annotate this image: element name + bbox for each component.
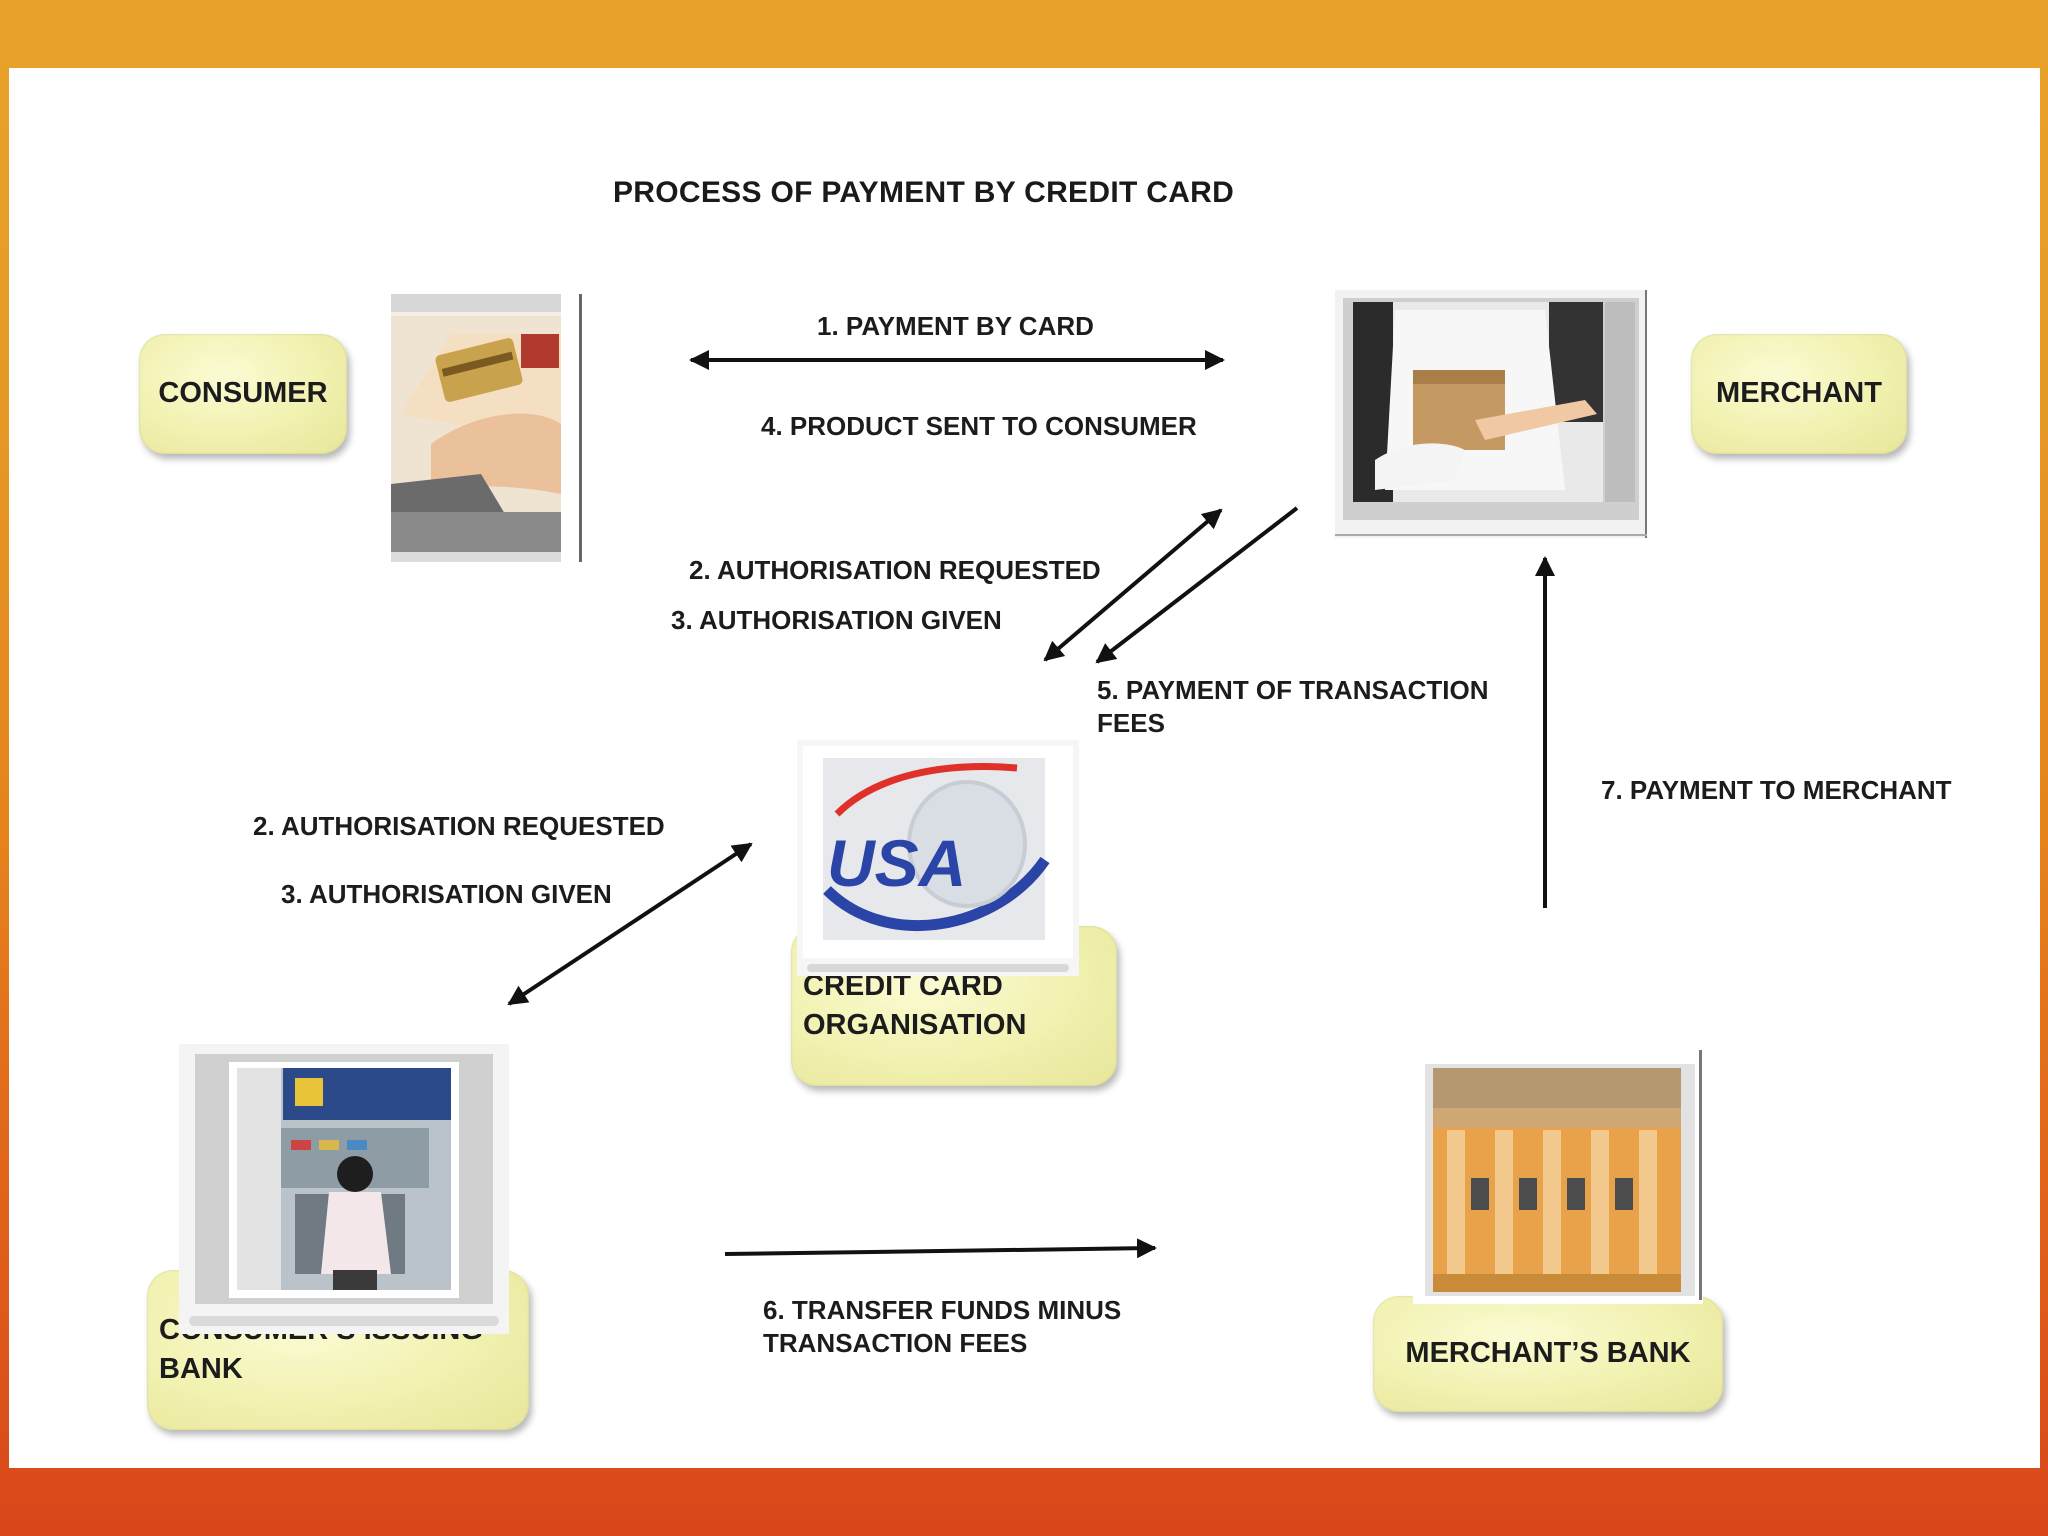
label-auth-given-top: 3. AUTHORISATION GIVEN [671, 605, 1002, 635]
credit-card-organisation-logo: USA [797, 740, 1079, 976]
label-transaction-fees-line1: 5. PAYMENT OF TRANSACTION [1097, 675, 1489, 705]
label-transaction-fees-line2: FEES [1097, 707, 1165, 738]
arrow-transaction-fees [1095, 506, 1299, 664]
logo-usa-text: USA [827, 826, 966, 900]
arrow-bank-cco-auth [507, 842, 753, 1006]
node-merchants-bank-label: MERCHANT’S BANK [1405, 1337, 1691, 1370]
label-transfer-funds-line1: 6. TRANSFER FUNDS MINUS [763, 1295, 1122, 1325]
label-transfer-funds-line2: TRANSACTION FEES [763, 1327, 1028, 1358]
label-auth-given-left: 3. AUTHORISATION GIVEN [281, 879, 612, 909]
node-merchants-bank: MERCHANT’S BANK [1373, 1296, 1723, 1412]
label-auth-requested-top: 2. AUTHORISATION REQUESTED [689, 555, 1101, 585]
label-transfer-funds: 6. TRANSFER FUNDS MINUS TRANSACTION FEES [763, 1294, 1121, 1359]
label-payment-by-card: 1. PAYMENT BY CARD [817, 311, 1094, 341]
diagram-title: PROCESS OF PAYMENT BY CREDIT CARD [613, 176, 1235, 209]
node-cco-line2: ORGANISATION [803, 1009, 1027, 1041]
diagram-slide: PROCESS OF PAYMENT BY CREDIT CARD CONSUM… [9, 68, 2040, 1468]
label-auth-requested-left: 2. AUTHORISATION REQUESTED [253, 811, 665, 841]
node-merchant: MERCHANT [1691, 334, 1907, 454]
node-consumer: CONSUMER [139, 334, 347, 454]
label-payment-to-merchant: 7. PAYMENT TO MERCHANT [1601, 775, 1952, 805]
node-bank-line2: BANK [159, 1353, 243, 1385]
arrows-layer [507, 350, 1555, 1259]
node-consumer-label: CONSUMER [158, 377, 328, 410]
node-merchant-label: MERCHANT [1716, 377, 1882, 410]
atm-photo [179, 1044, 509, 1334]
label-product-sent: 4. PRODUCT SENT TO CONSUMER [761, 411, 1197, 441]
arrow-transfer-funds [724, 1238, 1157, 1259]
consumer-card-photo [391, 294, 583, 562]
merchant-parcel-photo [1335, 290, 1647, 538]
arrow-merchant-cco-auth [1043, 508, 1223, 662]
label-transaction-fees: 5. PAYMENT OF TRANSACTION FEES [1097, 674, 1488, 739]
bank-building-photo [1413, 978, 1703, 1304]
